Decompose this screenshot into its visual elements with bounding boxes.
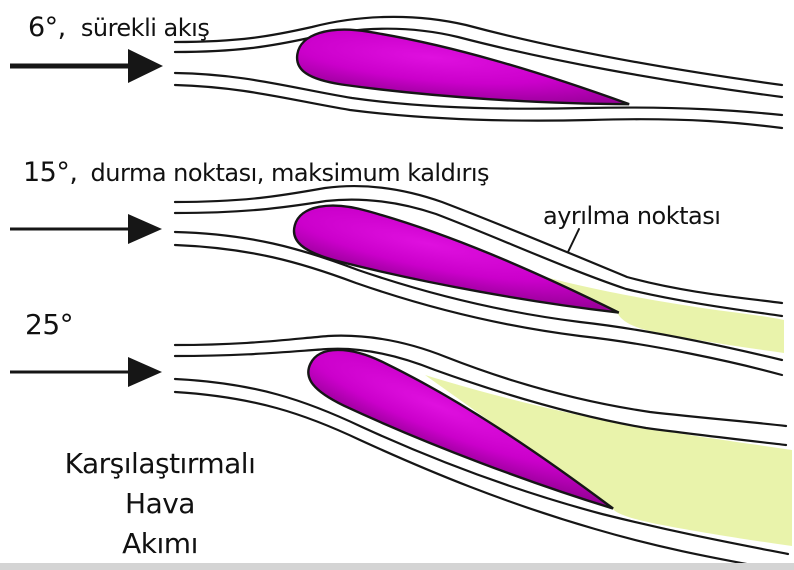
streamline bbox=[173, 185, 784, 305]
arrow-head bbox=[128, 357, 162, 387]
streamlines-6deg bbox=[173, 15, 784, 130]
angle-description: durma noktası, maksimum kaldırış bbox=[91, 159, 490, 187]
airfoil-15deg bbox=[292, 204, 620, 314]
streamline bbox=[173, 15, 784, 87]
streamline bbox=[173, 27, 784, 99]
streamline bbox=[173, 198, 784, 318]
streamline bbox=[173, 230, 784, 362]
airfoil-25deg bbox=[307, 348, 614, 510]
streamlines-25deg bbox=[173, 334, 790, 570]
angle-label: 25° bbox=[25, 308, 73, 341]
streamline bbox=[173, 71, 784, 117]
streamline bbox=[173, 377, 790, 556]
separation-point-label: ayrılma noktası bbox=[543, 202, 720, 230]
streamline bbox=[173, 83, 784, 130]
title-line: Karşılaştırmalı bbox=[65, 447, 256, 480]
angle-label: 15°, bbox=[23, 157, 77, 188]
streamline bbox=[173, 390, 770, 570]
separated-flow-region-15deg bbox=[538, 275, 784, 353]
section-label-25deg: 25° bbox=[25, 308, 73, 341]
angle-label: 6°, bbox=[28, 12, 66, 43]
separation-pointer-line bbox=[567, 228, 580, 253]
airfoils bbox=[292, 28, 630, 510]
title-line: Hava bbox=[125, 487, 195, 520]
diagram-title: Karşılaştırmalı Hava Akımı bbox=[65, 447, 256, 560]
streamlines-15deg bbox=[173, 185, 784, 377]
streamline bbox=[173, 347, 788, 447]
section-label-6deg: 6°, sürekli akış bbox=[28, 12, 209, 43]
flow-arrow-icon bbox=[10, 214, 162, 244]
footer-bar bbox=[0, 563, 794, 570]
angle-description: sürekli akış bbox=[81, 14, 209, 42]
separated-flow-regions bbox=[425, 275, 792, 546]
streamline bbox=[173, 243, 784, 377]
flow-arrow-icon bbox=[10, 357, 162, 387]
flow-arrow-icon bbox=[10, 49, 163, 83]
arrow-head bbox=[128, 49, 163, 83]
separated-flow-region-25deg bbox=[425, 375, 792, 546]
airfoil-6deg bbox=[295, 28, 630, 106]
streamline bbox=[173, 334, 788, 428]
arrow-head bbox=[128, 214, 162, 244]
section-label-15deg: 15°, durma noktası, maksimum kaldırış bbox=[23, 157, 489, 188]
title-line: Akımı bbox=[122, 527, 198, 560]
